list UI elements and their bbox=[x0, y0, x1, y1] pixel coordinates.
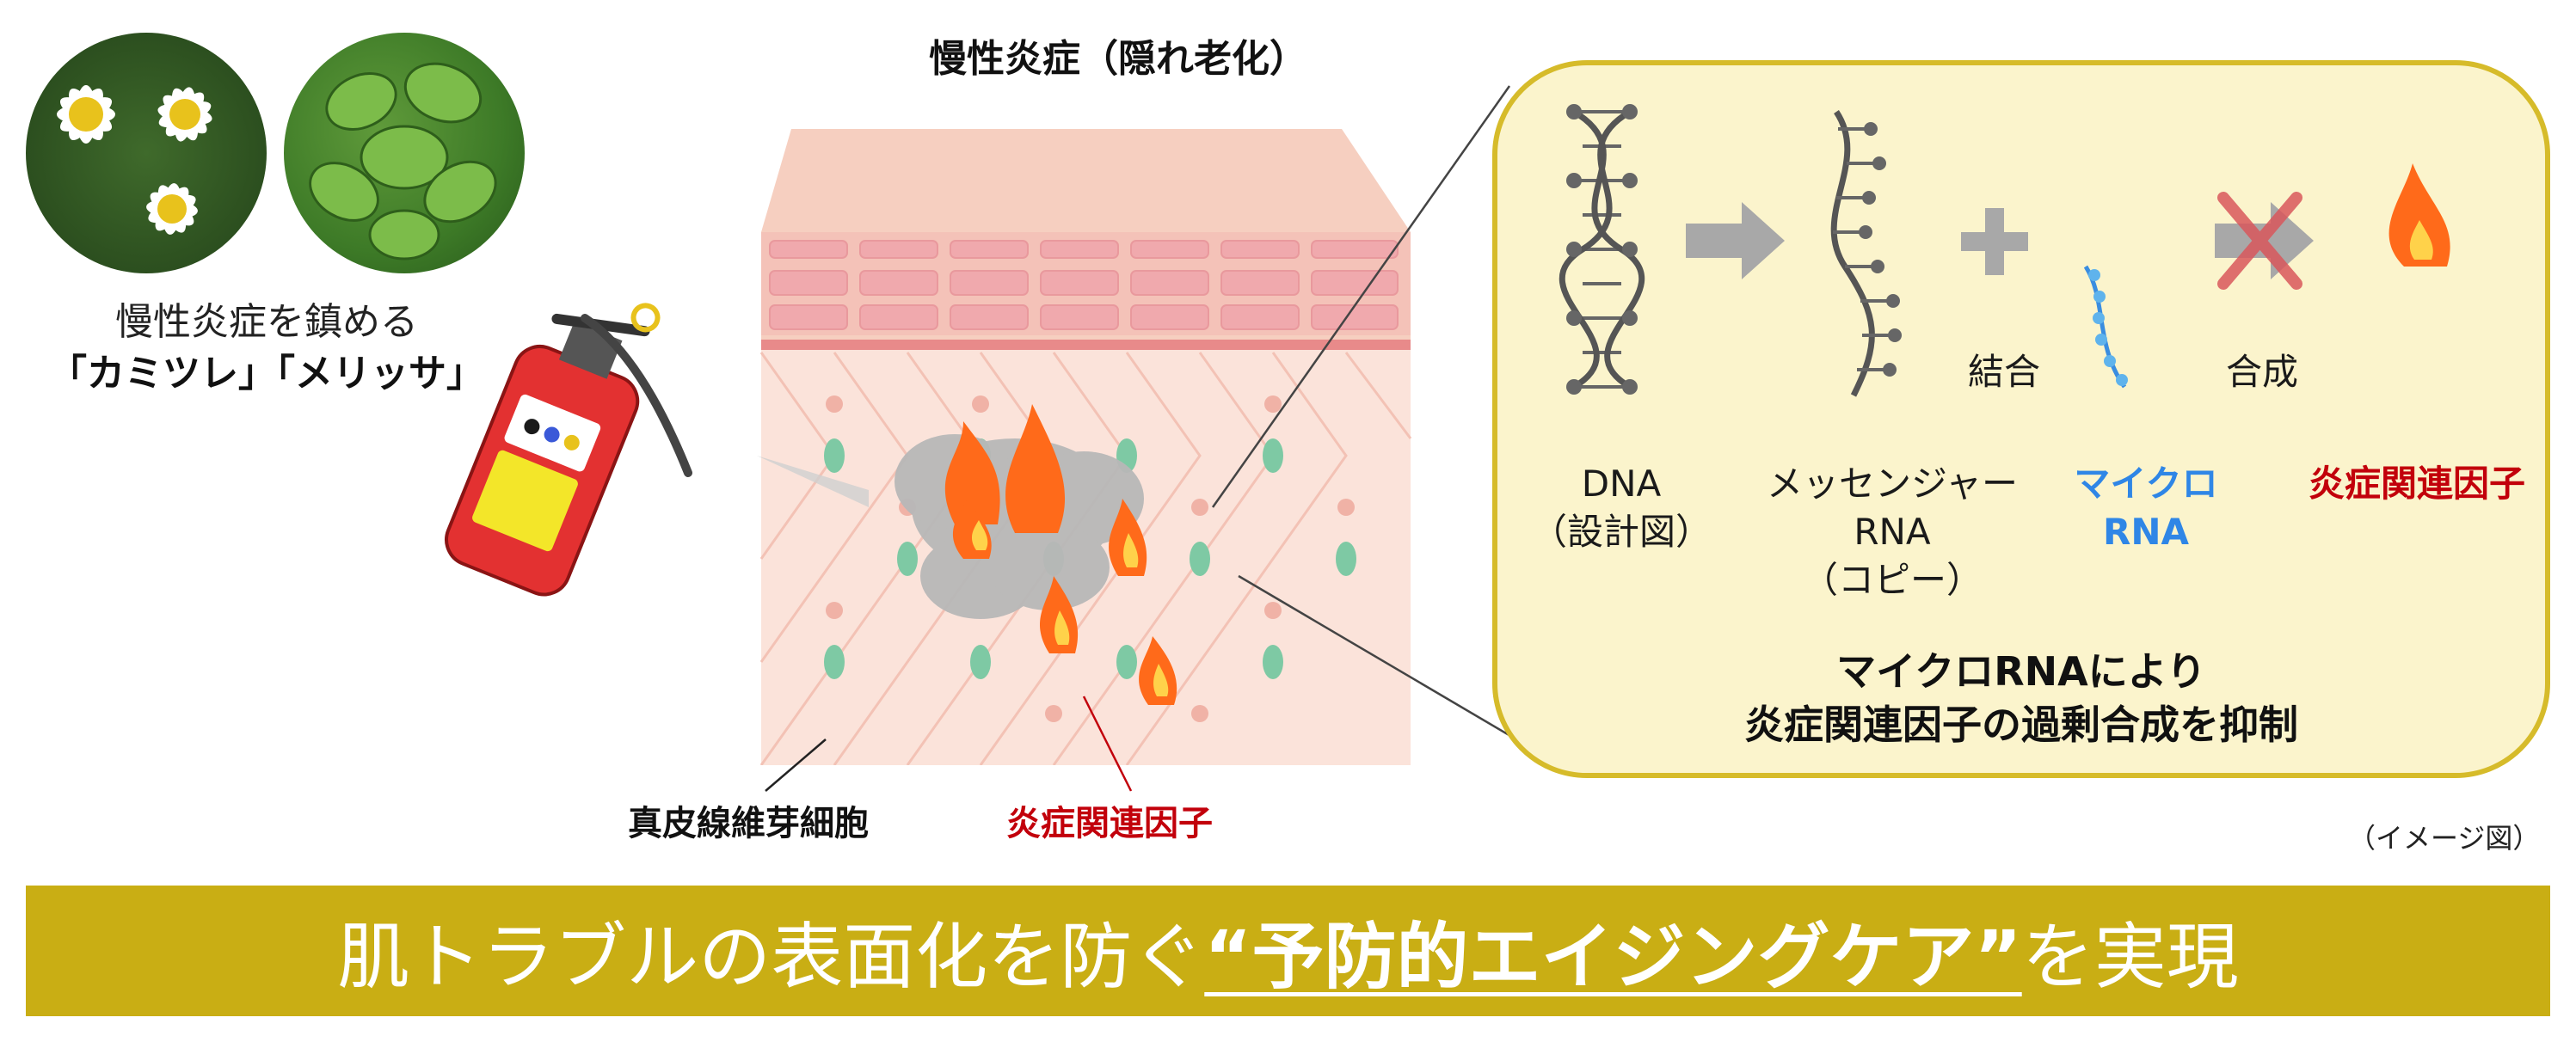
dna-label-text: DNA bbox=[1581, 463, 1662, 505]
herb-caption-line1: 慢性炎症を鎮める bbox=[115, 300, 418, 344]
lemon-balm-photo bbox=[284, 33, 525, 273]
microrna-icon bbox=[2083, 265, 2127, 389]
mrna-label: メッセンジャー RNA （コピー） bbox=[1755, 460, 2030, 604]
diagram-title: 慢性炎症（隠れ老化） bbox=[929, 37, 1307, 81]
image-note: （イメージ図） bbox=[2348, 822, 2541, 855]
dna-icon bbox=[1559, 108, 1645, 390]
bottom-banner: 肌トラブルの表面化を防ぐ“予防的エイジングケア”を実現 bbox=[26, 886, 2550, 1016]
arrow-right-icon bbox=[1686, 202, 1785, 279]
mrna-icon bbox=[1830, 110, 1875, 397]
fibroblast-label: 真皮線維芽細胞 bbox=[628, 804, 869, 843]
dna-sub-label: （設計図） bbox=[1531, 511, 1712, 553]
banner-post: を実現 bbox=[2021, 914, 2239, 999]
fire-icon bbox=[2388, 163, 2450, 267]
chamomile-photo bbox=[26, 33, 267, 273]
bind-label: 結合 bbox=[1967, 351, 2040, 393]
fire-extinguisher-icon bbox=[445, 303, 692, 597]
inflammatory-factor-label: 炎症関連因子 bbox=[1006, 804, 1213, 843]
dna-label: DNA （設計図） bbox=[1531, 460, 1712, 556]
banner-pre: 肌トラブルの表面化を防ぐ bbox=[337, 914, 1205, 999]
microrna-label-line1: マイクロ bbox=[2074, 463, 2218, 505]
mechanism-graphics bbox=[1559, 104, 2450, 397]
microrna-label-line2: RNA bbox=[2103, 511, 2189, 553]
mrna-sub-label: （コピー） bbox=[1801, 559, 1983, 601]
mrna-label-line2: RNA bbox=[1854, 511, 1931, 553]
plus-icon bbox=[1961, 208, 2028, 275]
microrna-label: マイクロ RNA bbox=[2047, 460, 2245, 556]
summary-line2: 炎症関連因子の過剰合成を抑制 bbox=[1744, 702, 2298, 748]
mechanism-panel bbox=[1492, 60, 2550, 778]
herb-caption: 慢性炎症を鎮める 「カミツレ」「メリッサ」 bbox=[17, 297, 516, 400]
banner-emphasis: “予防的エイジングケア” bbox=[1204, 914, 2022, 999]
skin-cross-section bbox=[757, 129, 1412, 765]
mrna-label-line1: メッセンジャー bbox=[1767, 463, 2018, 505]
factor-label: 炎症関連因子 bbox=[2308, 463, 2525, 505]
synthesis-label: 合成 bbox=[2225, 351, 2298, 393]
herb-caption-line2: 「カミツレ」「メリッサ」 bbox=[49, 352, 484, 395]
summary-line1: マイクロRNAにより bbox=[1836, 648, 2206, 695]
panel-summary: マイクロRNAにより 炎症関連因子の過剰合成を抑制 bbox=[1492, 645, 2550, 751]
